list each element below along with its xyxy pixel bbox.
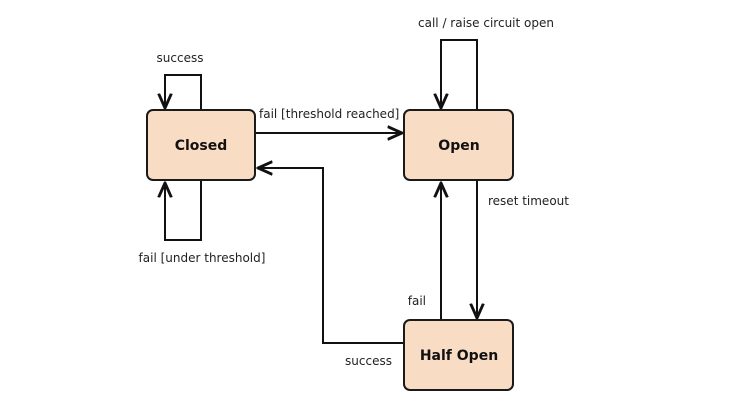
edge-closed-success-loop [165,74,202,110]
label-half-open-fail: fail [408,294,426,308]
state-closed-label: Closed [175,138,228,154]
state-open: Open [403,109,514,181]
label-closed-success: success [157,51,204,65]
label-open-call: call / raise circuit open [418,16,554,30]
edge-open-call-loop [441,39,478,110]
state-half-open: Half Open [403,319,514,391]
edge-closed-fail-under-loop [165,181,202,241]
label-half-open-success: success [345,354,392,368]
edge-half-open-to-closed [258,168,404,344]
label-closed-fail-threshold: fail [threshold reached] [259,107,399,121]
label-closed-fail-under: fail [under threshold] [139,251,266,265]
state-open-label: Open [438,138,479,154]
state-half-open-label: Half Open [420,348,498,364]
state-closed: Closed [146,109,256,181]
label-open-reset: reset timeout [488,194,569,208]
